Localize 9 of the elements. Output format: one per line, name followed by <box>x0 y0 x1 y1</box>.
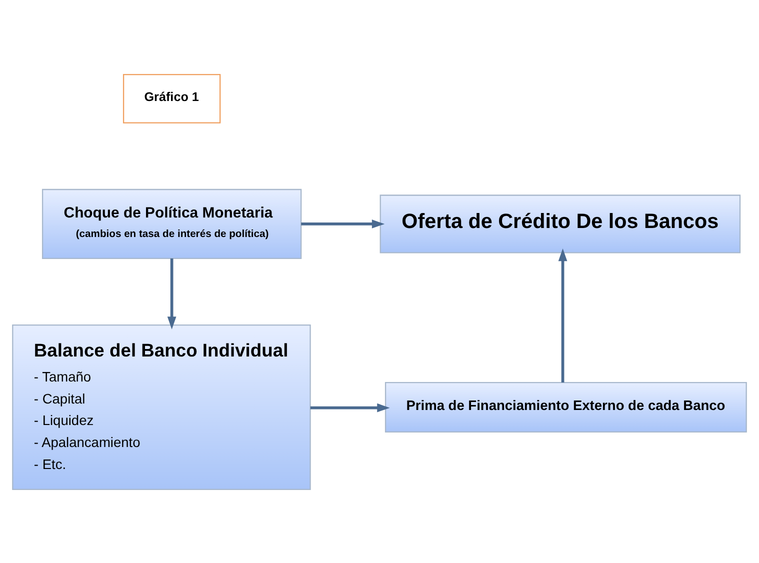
node-box: Gráfico 1 <box>122 74 221 123</box>
arrow <box>310 402 390 412</box>
arrow <box>301 219 385 228</box>
arrow <box>558 248 568 382</box>
node-box: Choque de Política Monetaria (cambios en tasa de interés de política) <box>42 188 302 259</box>
node-box: Oferta de Crédito De los Bancos <box>380 194 741 253</box>
node-box: Prima de Financiamiento Externo de cada Banco <box>384 381 747 432</box>
node-box: Balance del Banco Individual - Tamaño - Capital - Liquidez - Apalancamiento - Etc. <box>12 324 311 490</box>
arrow <box>167 258 176 329</box>
